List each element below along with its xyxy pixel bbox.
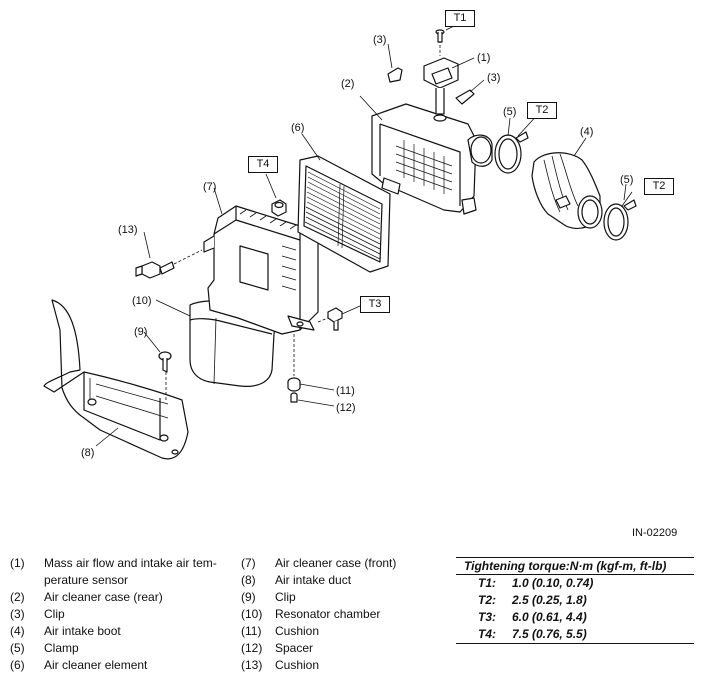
torque-tag-t2-upper: T2 [527, 102, 557, 119]
air-cleaner-case-front-part [203, 205, 319, 335]
clamp-5-lower-part [603, 199, 637, 241]
cushion-11-part [287, 334, 301, 392]
clip-3-left-part [387, 67, 403, 83]
air-intake-duct-part [43, 299, 189, 460]
legend-text: Mass air flow and intake air tem-peratur… [44, 556, 217, 587]
torque-key: T3: [478, 610, 496, 624]
legend-middle: (7) Air cleaner case (front) (8) Air intak… [241, 555, 441, 674]
legend-number: (13) [241, 658, 263, 672]
legend-number: (9) [241, 590, 256, 604]
clip-3-right-part [455, 89, 475, 105]
torque-table: Tightening torque:N·m (kgf-m, ft-lb) T1:… [456, 557, 694, 644]
torque-row: T4: 7.5 (0.76, 5.5) [456, 626, 694, 643]
legend-text: Clamp [44, 641, 79, 655]
torque-value: 7.5 (0.76, 5.5) [512, 627, 587, 641]
figure-id: IN-02209 [632, 527, 678, 539]
callout-9: (9) [134, 326, 148, 338]
torque-tag-t4: T4 [248, 156, 278, 173]
callout-6: (6) [291, 122, 305, 134]
t1-screw-part [435, 29, 445, 43]
torque-row: T3: 6.0 (0.61, 4.4) [456, 609, 694, 626]
torque-tag-t1: T1 [445, 10, 475, 27]
callout-1: (1) [477, 52, 491, 64]
legend-number: (4) [10, 624, 25, 638]
legend-item: (12) Spacer [241, 640, 441, 657]
torque-value: 2.5 (0.25, 1.8) [512, 593, 587, 607]
legend-number: (8) [241, 573, 256, 587]
legend-text: Air intake boot [44, 624, 121, 638]
legend-item: (5) Clamp [10, 640, 235, 657]
legend-number: (10) [241, 607, 263, 621]
legend-text: Clip [275, 590, 296, 604]
legend-number: (12) [241, 641, 263, 655]
legend-text: Spacer [275, 641, 314, 655]
callout-5-lower: (5) [620, 174, 634, 186]
torque-key: T1: [478, 576, 496, 590]
legend-left: (1) Mass air flow and intake air tem-pera… [10, 555, 235, 674]
callout-11: (11) [336, 385, 355, 397]
spacer-12-part [290, 392, 298, 403]
callout-2: (2) [341, 78, 355, 90]
torque-key: T4: [478, 627, 496, 641]
t3-bolt-part [317, 307, 343, 331]
legend-item: (9) Clip [241, 589, 441, 606]
callout-5-upper: (5) [503, 106, 517, 118]
legend-number: (1) [10, 556, 25, 570]
legend-number: (7) [241, 556, 256, 570]
legend-text: Air cleaner case (front) [275, 556, 397, 570]
legend-item: (4) Air intake boot [10, 623, 235, 640]
torque-value: 6.0 (0.61, 4.4) [512, 610, 587, 624]
torque-row: T1: 1.0 (0.10, 0.74) [456, 575, 694, 592]
legend-number: (11) [241, 624, 262, 638]
legend-number: (6) [10, 658, 25, 672]
legend-number: (2) [10, 590, 25, 604]
torque-row: T2: 2.5 (0.25, 1.8) [456, 592, 694, 609]
torque-value: 1.0 (0.10, 0.74) [512, 576, 594, 590]
torque-tag-t3: T3 [360, 296, 390, 313]
callout-12: (12) [336, 402, 356, 414]
air-intake-boot-part [531, 152, 603, 229]
torque-key: T2: [478, 593, 496, 607]
legend-item: (8) Air intake duct [241, 572, 441, 589]
callout-13: (13) [118, 224, 138, 236]
callout-3-right: (3) [487, 72, 501, 84]
legend-number: (5) [10, 641, 25, 655]
torque-tag-t2-lower: T2 [644, 178, 674, 195]
exploded-view-diagram [43, 23, 637, 460]
callout-3-left: (3) [373, 34, 387, 46]
cushion-13-part [135, 249, 203, 279]
air-cleaner-case-rear-part [371, 103, 493, 215]
legend-text: Cushion [275, 624, 320, 638]
legend-item: (2) Air cleaner case (rear) [10, 589, 235, 606]
callout-8: (8) [81, 447, 95, 459]
air-cleaner-element-part [297, 155, 391, 273]
maf-sensor-part [423, 40, 459, 122]
clip-9-part [158, 351, 172, 400]
legend-number: (3) [10, 607, 25, 621]
callout-7: (7) [203, 181, 217, 193]
torque-table-title: Tightening torque:N·m (kgf-m, ft-lb) [456, 557, 694, 575]
legend-item: (3) Clip [10, 606, 235, 623]
legend-item: (11) Cushion [241, 623, 441, 640]
t4-nut-part [271, 199, 287, 217]
legend-text: Air cleaner element [44, 658, 148, 672]
legend-text: Air intake duct [275, 573, 352, 587]
callout-4: (4) [580, 126, 594, 138]
clamp-5-upper-part [494, 131, 529, 174]
legend-item: (10) Resonator chamber [241, 606, 441, 623]
callout-10: (10) [132, 295, 152, 307]
legend-text: Cushion [275, 658, 320, 672]
legend-item: (6) Air cleaner element [10, 657, 235, 674]
legend-item: (7) Air cleaner case (front) [241, 555, 441, 572]
torque-table-bottom-rule [456, 643, 694, 644]
legend-text: Resonator chamber [275, 607, 381, 621]
legend-text: Clip [44, 607, 65, 621]
legend-text: Air cleaner case (rear) [44, 590, 163, 604]
legend-item: (13) Cushion [241, 657, 441, 674]
legend-item: (1) Mass air flow and intake air tem-pera… [10, 555, 235, 589]
